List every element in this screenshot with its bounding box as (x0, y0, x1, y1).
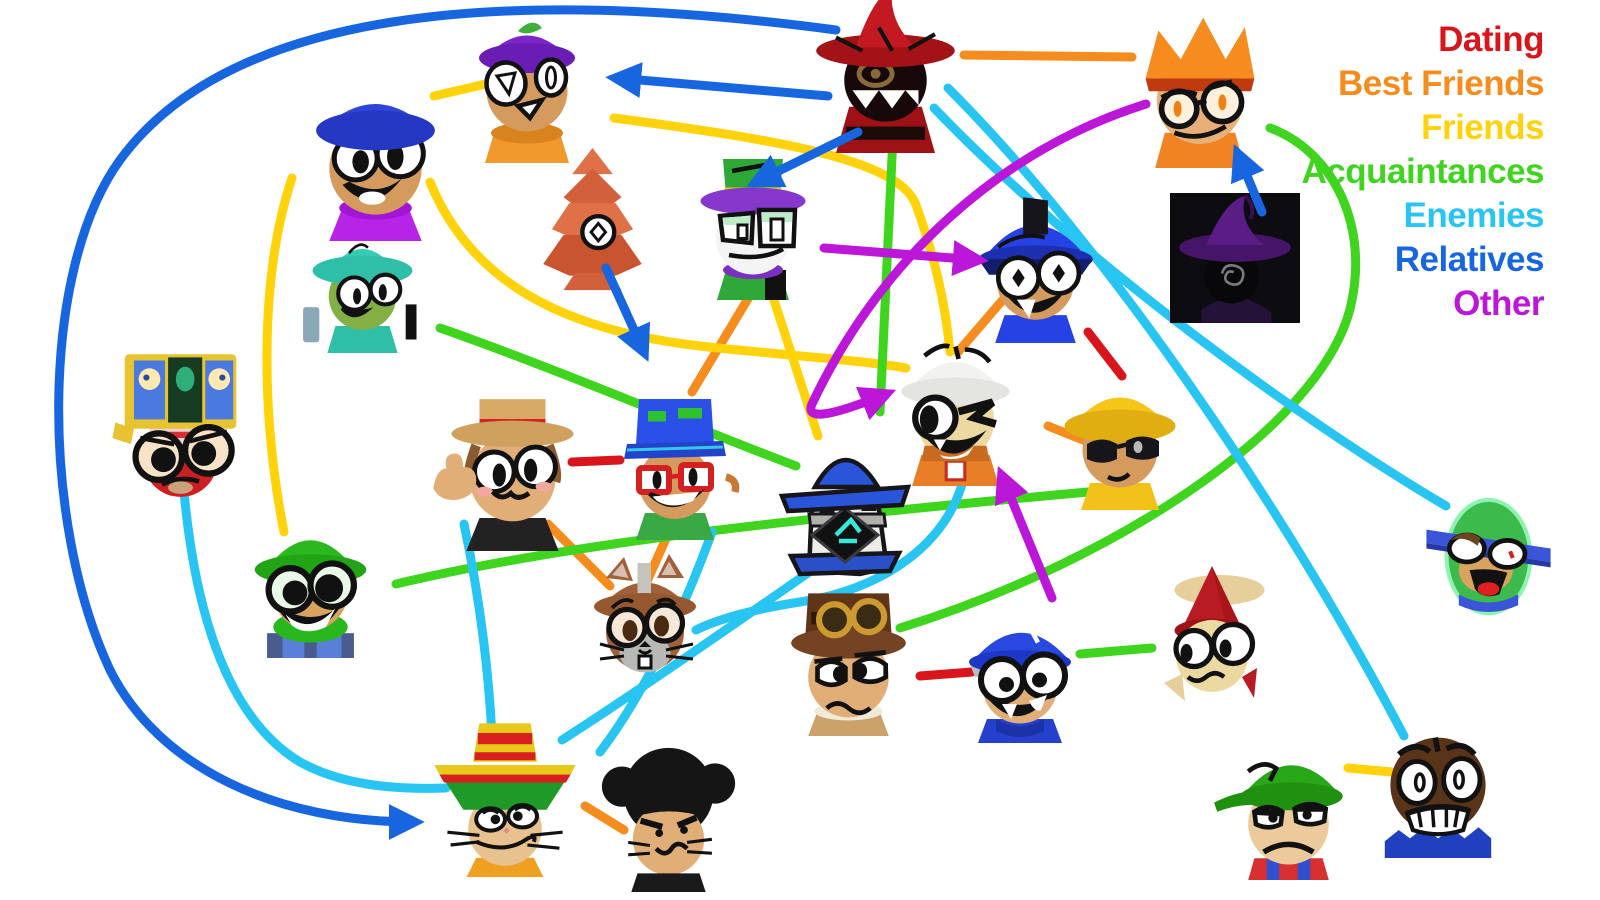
blue-cap-avatar (969, 618, 1071, 743)
character-node-coconut (1368, 718, 1508, 858)
character-node-blue-cap (945, 593, 1095, 743)
coconut-avatar (1384, 737, 1492, 858)
character-node-red-wizard (803, 0, 968, 153)
character-node-purple-hat-bird (452, 13, 602, 163)
yellow-hat-avatar (1064, 397, 1176, 510)
tv-head-avatar (111, 353, 236, 497)
sombrero-avatar (434, 723, 576, 877)
character-node-pagoda (520, 147, 665, 293)
pagoda-avatar (542, 147, 642, 290)
character-node-squirrel (570, 545, 720, 695)
legend-item-acquaintances: Acquaintances (1301, 152, 1545, 191)
legend-item-relatives: Relatives (1394, 240, 1545, 279)
edge-friends-green-tophat-robot-wizard (767, 289, 823, 441)
character-node-sombrero (425, 717, 585, 877)
green-tophat-avatar (700, 159, 806, 300)
orange-crown-avatar (1145, 17, 1255, 168)
character-node-purple-wizard (1170, 193, 1300, 323)
blue-headphones-avatar (977, 196, 1093, 343)
green-cap-grumpy-avatar (1213, 761, 1343, 880)
squirrel-avatar (594, 554, 696, 673)
blue-tophat-avatar (624, 399, 740, 540)
edge-relatives-red-wizard-purple-hat-bird (605, 62, 833, 101)
cone-hat-avatar (1164, 566, 1265, 701)
edge-best-friends-green-tophat-blue-tophat (687, 287, 757, 397)
character-node-blue-floppy-hat (293, 76, 458, 241)
character-node-straw-hat (430, 386, 595, 551)
goggles-tophat-avatar (790, 592, 906, 736)
character-node-black-afro (591, 737, 746, 892)
edge-friends-blue-floppy-hat-green-bowler (262, 173, 297, 537)
black-afro-avatar (601, 747, 735, 892)
character-node-green-egg-plank (1421, 481, 1556, 616)
edge-other-green-tophat-blue-headphones (819, 240, 989, 276)
character-node-green-bowler (233, 503, 388, 658)
purple-hat-bird-avatar (479, 22, 575, 163)
legend-item-best-friends: Best Friends (1338, 64, 1545, 103)
character-node-tv-head (103, 345, 258, 500)
green-bowler-avatar (254, 539, 366, 658)
character-node-cone-hat (1137, 557, 1287, 707)
edge-best-friends-red-wizard-orange-crown (959, 50, 1137, 62)
character-node-green-cap-grumpy (1211, 725, 1366, 880)
character-node-blue-tophat (600, 390, 750, 540)
legend-item-other: Other (1453, 284, 1544, 323)
edge-enemies-straw-hat-sombrero (459, 519, 497, 741)
character-node-orange-crown (1120, 8, 1280, 168)
character-node-green-tophat (678, 150, 828, 300)
character-node-goggles-tophat (771, 581, 926, 736)
straw-hat-avatar (432, 398, 574, 551)
red-wizard-avatar (815, 0, 955, 153)
green-egg-plank-avatar (1425, 497, 1551, 615)
character-node-white-helmet (878, 331, 1033, 486)
legend-item-friends: Friends (1421, 108, 1544, 147)
character-node-blue-headphones (958, 188, 1113, 343)
legend-item-dating: Dating (1438, 20, 1544, 59)
legend-item-enemies: Enemies (1403, 196, 1545, 235)
blue-floppy-hat-avatar (315, 103, 435, 241)
character-node-yellow-hat (1045, 360, 1195, 510)
character-node-teal-hat (295, 218, 430, 353)
white-helmet-avatar (900, 343, 1010, 486)
purple-wizard-avatar (1170, 193, 1300, 323)
teal-hat-avatar (302, 242, 416, 353)
edge-friends-blue-floppy-hat-white-helmet (425, 177, 911, 373)
